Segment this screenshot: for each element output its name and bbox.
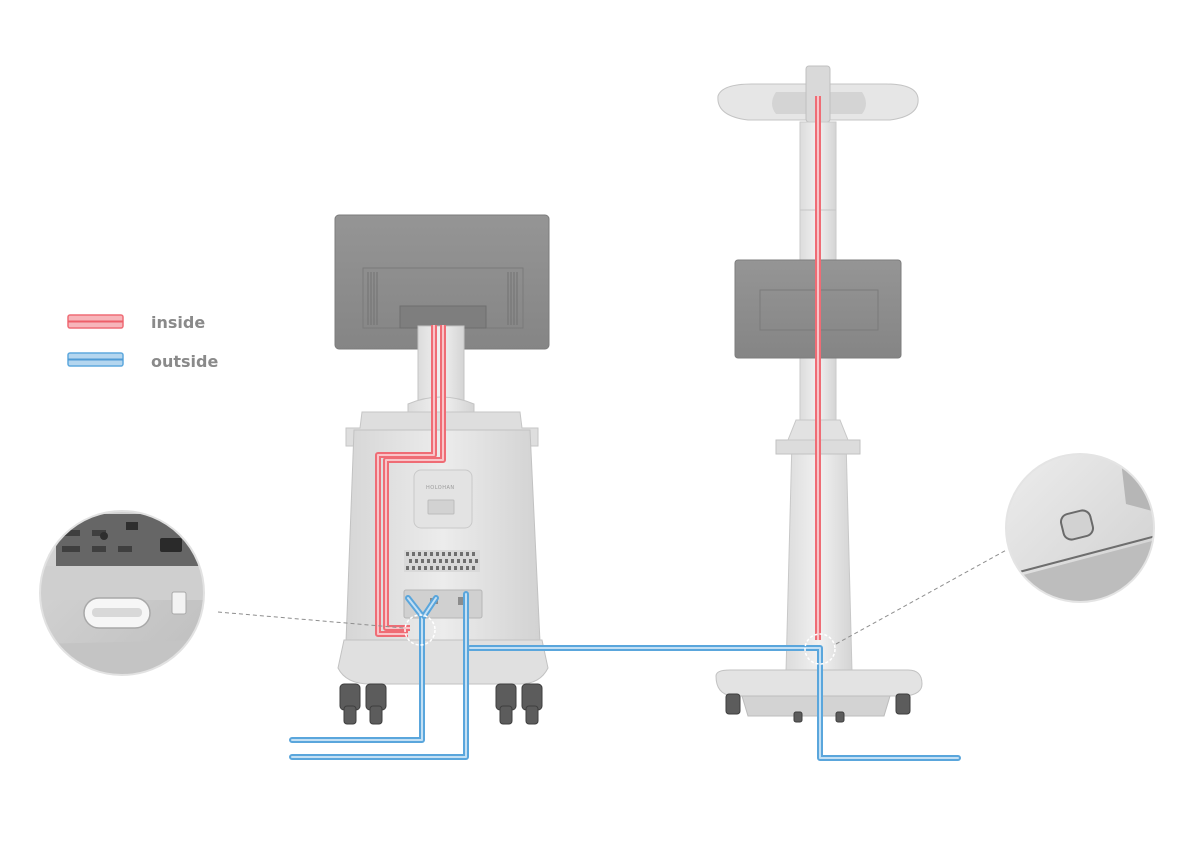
legend-label-inside: inside: [151, 313, 205, 332]
caster-wheels: [339, 683, 543, 725]
zoom-port-panel: [38, 509, 206, 677]
brand-label: HOLOHAN: [426, 485, 455, 491]
legend-label-outside: outside: [151, 352, 218, 371]
callout-markers: [217, 547, 1011, 665]
legend-item-outside: outside: [67, 352, 218, 371]
zoom-cable-outlet: [1004, 452, 1156, 604]
vent-grille: [404, 550, 480, 572]
rear-panel: HOLOHAN: [413, 469, 473, 529]
legend-item-inside: inside: [67, 313, 205, 332]
legend: inside outside: [67, 313, 218, 371]
outside-cable-routes: [289, 591, 961, 761]
monitor-back: [334, 214, 550, 350]
inside-cable-routes: [375, 96, 821, 640]
